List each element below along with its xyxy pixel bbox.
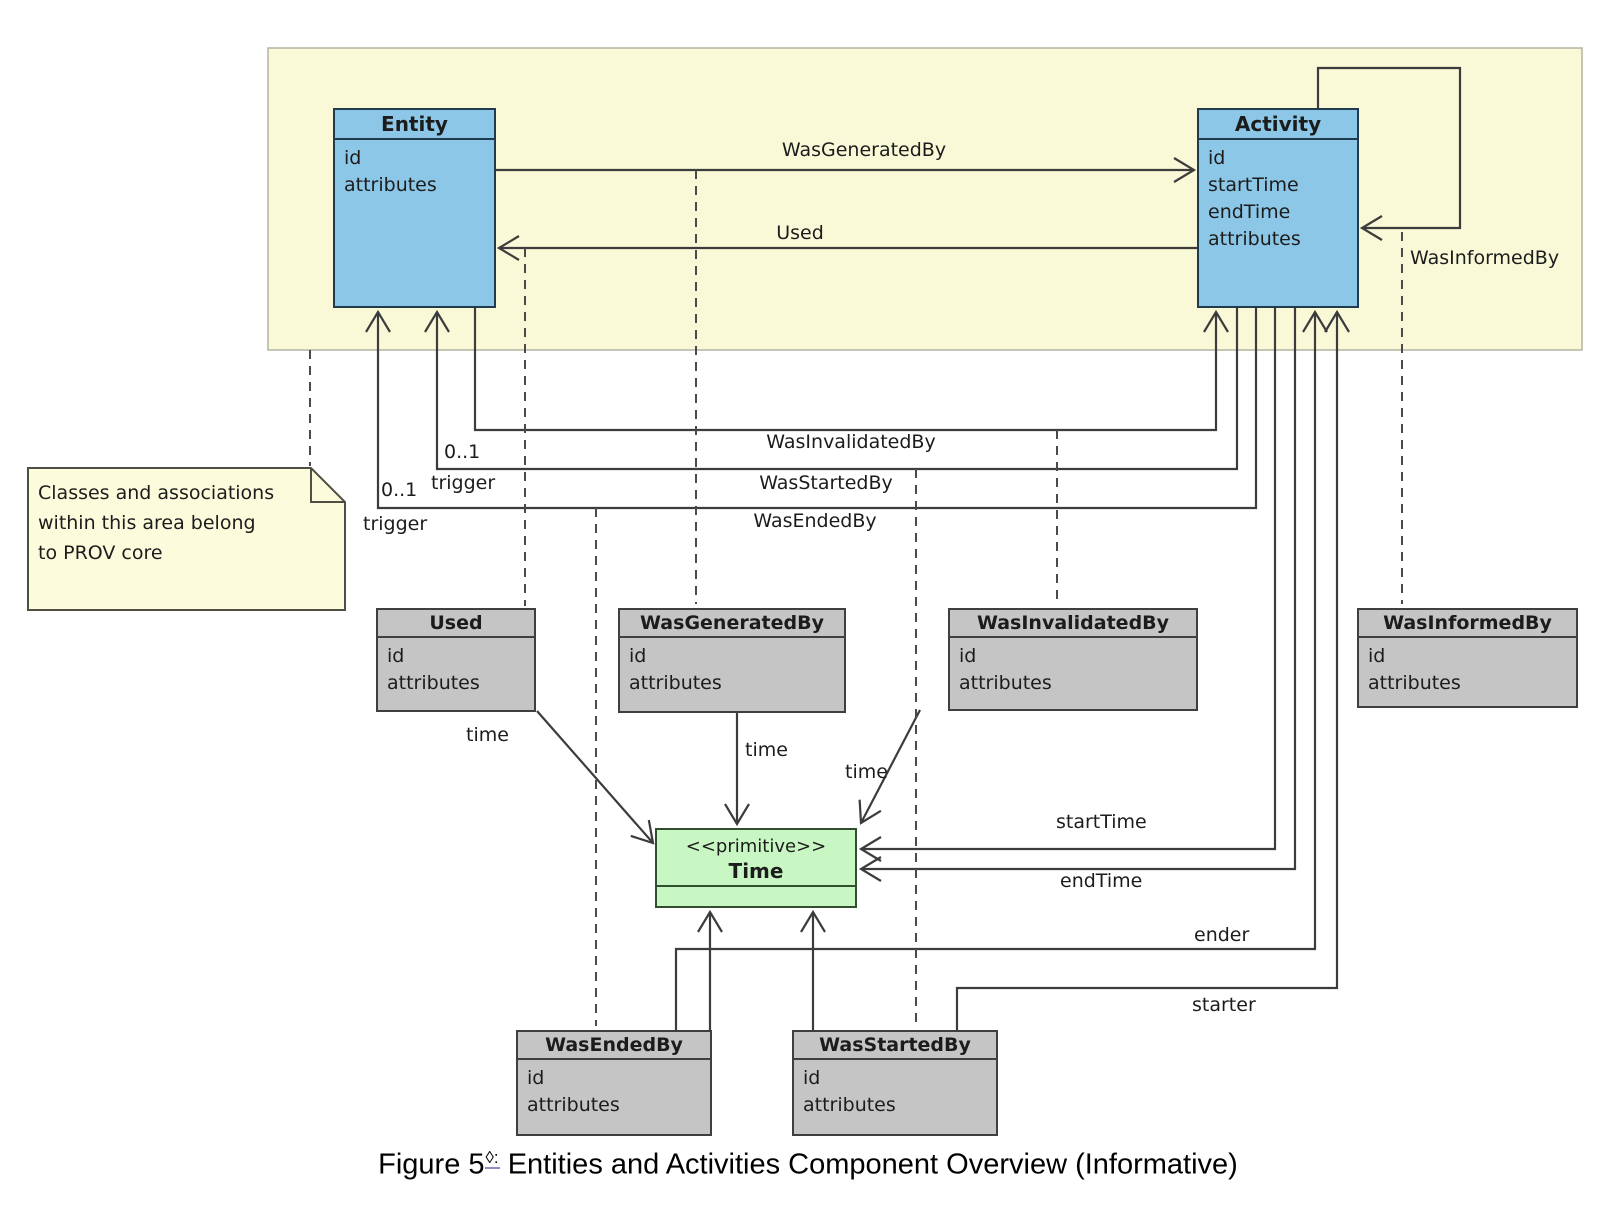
wasinvalidatedby-time-line bbox=[858, 709, 921, 825]
time-stereotype: <<primitive>> bbox=[685, 836, 827, 857]
activity-attr-attributes: attributes bbox=[1208, 228, 1301, 250]
starttime-line bbox=[858, 308, 1277, 862]
note-line-1: Classes and associations bbox=[38, 482, 275, 504]
entity-class-box: Entity id attributes bbox=[333, 108, 496, 308]
caption-prefix: Figure 5 bbox=[378, 1148, 485, 1181]
wasgeneratedby-edge-label: WasGeneratedBy bbox=[781, 139, 947, 161]
wasstartedby-trigger-label: trigger bbox=[431, 472, 496, 494]
time-primitive-box: <<primitive>> Time bbox=[655, 828, 857, 908]
starter-line bbox=[955, 309, 1350, 1030]
prov-core-note-text: Classes and associations within this are… bbox=[38, 478, 274, 568]
endtime-line bbox=[858, 308, 1297, 882]
activity-attr-starttime: startTime bbox=[1208, 174, 1299, 196]
wasinvalidatedby-line bbox=[473, 308, 1229, 432]
starttime-edge-label: startTime bbox=[1056, 811, 1147, 833]
wasendedby-edge-label: WasEndedBy bbox=[753, 510, 877, 532]
wasendedby-attr-attributes: attributes bbox=[527, 1094, 620, 1116]
wasinvalidatedby-class-attrs: id attributes bbox=[950, 638, 1196, 697]
wasendedby-trigger-label: trigger bbox=[363, 513, 428, 535]
wasstartedby-multiplicity-label: 0..1 bbox=[444, 441, 481, 463]
note-line-3: to PROV core bbox=[38, 542, 163, 564]
used-class-box: Used id attributes bbox=[376, 608, 536, 712]
note-fold-corner bbox=[310, 468, 345, 503]
wasinvalidatedby-class-box: WasInvalidatedBy id attributes bbox=[948, 608, 1198, 711]
wasstartedby-attr-id: id bbox=[803, 1067, 821, 1089]
note-line-2: within this area belong bbox=[38, 512, 256, 534]
used-edge-label: Used bbox=[776, 222, 824, 244]
note-shape bbox=[27, 467, 346, 611]
wasendedby-class-attrs: id attributes bbox=[518, 1060, 710, 1119]
used-time-label: time bbox=[466, 724, 509, 746]
wasgeneratedby-time-label: time bbox=[745, 739, 788, 761]
activity-class-box: Activity id startTime endTime attributes bbox=[1197, 108, 1359, 308]
wasinvalidatedby-attr-attributes: attributes bbox=[959, 672, 1052, 694]
figure-caption: Figure 5◊: Entities and Activities Compo… bbox=[0, 1148, 1616, 1182]
wasgeneratedby-class-attrs: id attributes bbox=[620, 638, 844, 697]
wasstartedby-line bbox=[424, 308, 1239, 471]
caption-text: Entities and Activities Component Overvi… bbox=[499, 1148, 1238, 1181]
wasendedby-class-box: WasEndedBy id attributes bbox=[516, 1030, 712, 1136]
wasinformedby-selfloop-line bbox=[1316, 66, 1462, 241]
used-attr-id: id bbox=[387, 645, 405, 667]
wasgeneratedby-attr-attributes: attributes bbox=[629, 672, 722, 694]
wasgeneratedby-attr-id: id bbox=[629, 645, 647, 667]
wasinvalidatedby-edge-label: WasInvalidatedBy bbox=[766, 431, 936, 453]
wasstartedby-attr-attributes: attributes bbox=[803, 1094, 896, 1116]
time-primitive-header: <<primitive>> Time bbox=[657, 830, 855, 887]
time-title: Time bbox=[728, 859, 784, 883]
wasinformedby-class-box: WasInformedBy id attributes bbox=[1357, 608, 1578, 708]
wasinformedby-class-attrs: id attributes bbox=[1359, 638, 1576, 697]
wasstartedby-class-title: WasStartedBy bbox=[794, 1032, 996, 1060]
used-time-line bbox=[536, 710, 655, 845]
wasinvalidatedby-attr-id: id bbox=[959, 645, 977, 667]
activity-attr-endtime: endTime bbox=[1208, 201, 1291, 223]
entity-class-title: Entity bbox=[335, 110, 494, 140]
used-class-title: Used bbox=[378, 610, 534, 638]
wasstartedby-class-attrs: id attributes bbox=[794, 1060, 996, 1119]
endtime-edge-label: endTime bbox=[1060, 870, 1143, 892]
wasendedby-class-title: WasEndedBy bbox=[518, 1032, 710, 1060]
wasstartedby-edge-label: WasStartedBy bbox=[759, 472, 893, 494]
wasendedby-line bbox=[365, 308, 1258, 510]
wasinformedby-attr-id: id bbox=[1368, 645, 1386, 667]
ender-line bbox=[674, 309, 1328, 1030]
entity-class-attrs: id attributes bbox=[335, 140, 494, 199]
wasendedby-multiplicity-label: 0..1 bbox=[381, 479, 418, 501]
wasgeneratedby-class-title: WasGeneratedBy bbox=[620, 610, 844, 638]
starter-edge-label: starter bbox=[1192, 994, 1256, 1016]
wasinformedby-class-title: WasInformedBy bbox=[1359, 610, 1576, 638]
caption-anchor-link[interactable]: ◊: bbox=[484, 1148, 500, 1169]
wasendedby-attr-id: id bbox=[527, 1067, 545, 1089]
activity-attr-id: id bbox=[1208, 147, 1226, 169]
entity-attr-id: id bbox=[344, 147, 362, 169]
wasinformedby-edge-label: WasInformedBy bbox=[1410, 247, 1560, 269]
used-attr-attributes: attributes bbox=[387, 672, 480, 694]
activity-class-title: Activity bbox=[1199, 110, 1357, 140]
wasgeneratedby-class-box: WasGeneratedBy id attributes bbox=[618, 608, 846, 713]
wasinvalidatedby-time-label: time bbox=[845, 761, 888, 783]
ender-edge-label: ender bbox=[1194, 924, 1250, 946]
wasinvalidatedby-class-title: WasInvalidatedBy bbox=[950, 610, 1196, 638]
wasinformedby-attr-attributes: attributes bbox=[1368, 672, 1461, 694]
wasstartedby-class-box: WasStartedBy id attributes bbox=[792, 1030, 998, 1136]
activity-class-attrs: id startTime endTime attributes bbox=[1199, 140, 1357, 253]
used-class-attrs: id attributes bbox=[378, 638, 534, 697]
entity-attr-attributes: attributes bbox=[344, 174, 437, 196]
